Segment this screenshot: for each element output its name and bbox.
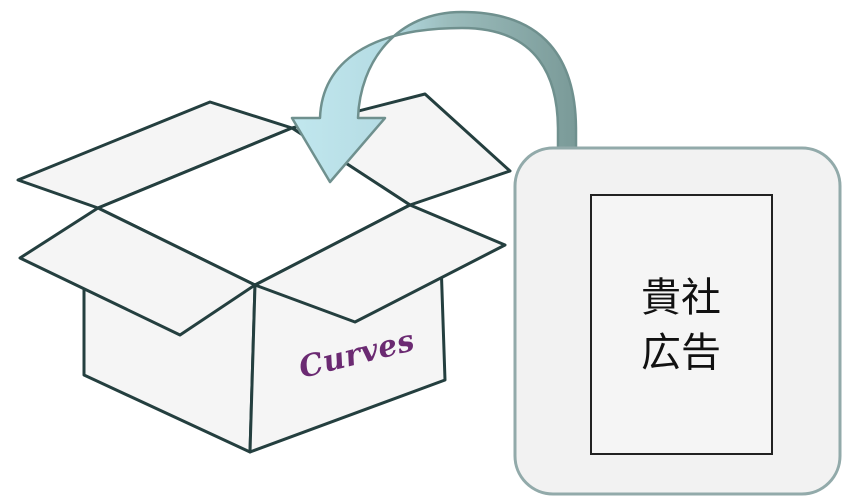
ad-paper [590, 194, 773, 455]
box-front-right-flap [253, 203, 507, 324]
ad-text-line1: 貴社 [641, 275, 721, 321]
curved-arrow-icon [290, 10, 578, 185]
ad-card: 貴社 広告 [513, 146, 842, 496]
ad-text-line2: 広告 [641, 330, 721, 376]
open-box-icon [16, 92, 512, 454]
box-front-left-flap [18, 206, 257, 337]
